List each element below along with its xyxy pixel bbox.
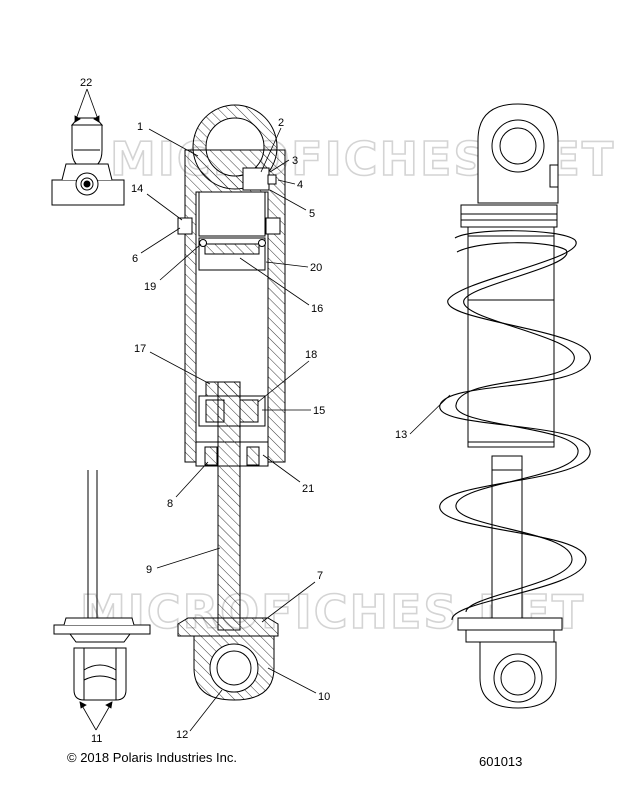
callout-11: 11 [91,733,102,745]
callout-labels: 22 1 2 3 4 5 14 6 19 20 16 17 18 15 8 21… [80,77,407,745]
coil-spring [439,230,591,621]
callout-18: 18 [305,349,317,361]
callout-15: 15 [313,405,325,417]
callout-20: 20 [310,262,322,274]
callout-3: 3 [292,155,298,167]
callout-19: 19 [144,281,156,293]
callout-10: 10 [318,691,330,703]
leader-22 [74,88,100,123]
callout-2: 2 [278,117,284,129]
figure-number: 601013 [479,754,522,769]
copyright-text: © 2018 Polaris Industries Inc. [67,750,237,765]
callout-13: 13 [395,429,407,441]
callout-21: 21 [302,483,314,495]
callout-4: 4 [297,179,303,191]
leader-11 [79,701,113,731]
shock-exterior [457,103,563,709]
callout-1: 1 [137,121,143,133]
callout-9: 9 [146,564,152,576]
callout-14: 14 [131,183,143,195]
callout-6: 6 [132,253,138,265]
callout-17: 17 [134,343,146,355]
callout-8: 8 [167,498,173,510]
callout-12: 12 [176,729,188,741]
shock-cross-section [177,104,286,701]
callout-7: 7 [317,570,323,582]
callout-16: 16 [311,303,323,315]
inset-bottom-eyelet [53,470,151,701]
callout-22: 22 [80,77,92,89]
callout-5: 5 [309,208,315,220]
leader-lines [140,127,451,732]
